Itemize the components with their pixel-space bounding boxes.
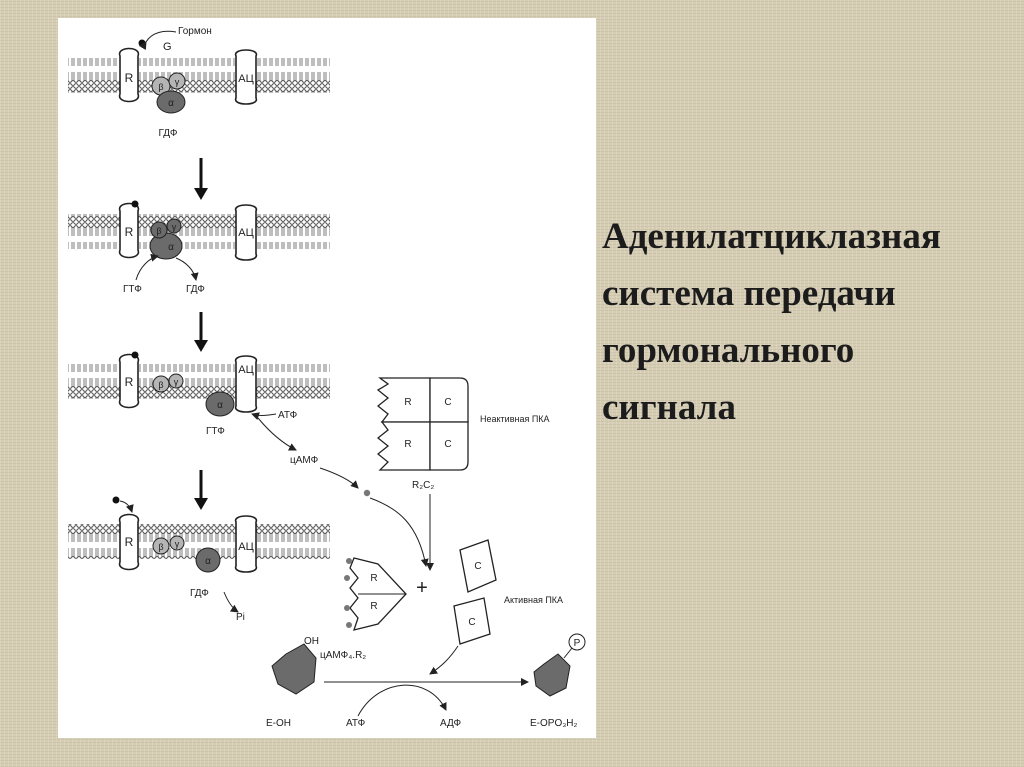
receptor-3 [118, 353, 140, 409]
alpha-subunit-3 [205, 391, 235, 417]
stage-2: R АЦ α β γ ГТФ ГДФ [68, 200, 330, 295]
signaling-diagram: R АЦ β γ α Гормон G ГДФ R АЦ α β γ ГТФ Г… [68, 26, 586, 729]
stage-3: R β γ АЦ α ГТФ АТФ цАМФ [68, 351, 371, 497]
inactive-pka-label: Неактивная ПКА [480, 414, 550, 424]
alpha-subunit-4 [195, 547, 221, 573]
e-oh-label: E-OH [266, 718, 291, 729]
adenylate-cyclase-1 [235, 49, 257, 105]
svg-text:α: α [168, 242, 174, 253]
svg-text:C: C [474, 561, 481, 572]
membrane-3 [68, 364, 330, 399]
hormone-1 [138, 39, 146, 47]
svg-text:АЦ: АЦ [238, 227, 253, 239]
pka-catalytic-bottom [429, 421, 469, 471]
svg-text:α: α [217, 400, 223, 411]
membrane-2 [68, 214, 330, 249]
camp-r2-complex: R R цАМФ₄.R₂ [320, 557, 407, 661]
gdp-label-2: ГДФ [186, 284, 205, 295]
svg-text:β: β [156, 226, 161, 236]
svg-text:R: R [404, 397, 411, 408]
svg-text:C: C [444, 439, 451, 450]
diagram-panel: R АЦ β γ α Гормон G ГДФ R АЦ α β γ ГТФ Г… [58, 18, 596, 738]
title-line-2: система передачи [602, 273, 896, 314]
receptor-4 [118, 513, 140, 571]
e-opo3h2-label: E-OPO₃H₂ [530, 718, 578, 729]
adenylate-cyclase-2 [235, 204, 257, 261]
gtp-label-3: ГТФ [206, 426, 225, 437]
receptor-2 [118, 202, 140, 259]
gamma-subunit-2 [166, 218, 182, 234]
svg-text:R: R [370, 573, 377, 584]
svg-text:α: α [168, 98, 174, 109]
gamma-subunit-3 [168, 373, 184, 389]
svg-text:γ: γ [175, 539, 180, 549]
beta-subunit-2 [150, 221, 168, 239]
receptor-label-1: R [125, 71, 134, 85]
beta-subunit-3 [152, 375, 170, 393]
oh-label: OH [304, 636, 319, 647]
phosphorylated-enzyme [533, 653, 571, 697]
svg-text:R: R [370, 601, 377, 612]
svg-text:R: R [125, 225, 134, 239]
svg-text:α: α [205, 556, 211, 567]
svg-text:β: β [158, 380, 163, 390]
svg-text:R: R [404, 439, 411, 450]
hormone-bound-2 [131, 200, 139, 208]
beta-subunit-4 [152, 537, 170, 555]
gdp-label-1: ГДФ [159, 128, 178, 139]
adenylate-cyclase-4 [235, 515, 257, 573]
svg-text:АЦ: АЦ [238, 364, 253, 376]
svg-text:C: C [444, 397, 451, 408]
camp4r2-label: цАМФ₄.R₂ [320, 650, 366, 661]
stage-4: R β γ АЦ α ГДФ Pi [68, 496, 330, 623]
inactive-pka: R C R C Неактивная ПКА R₂C₂ [376, 377, 550, 491]
svg-text:P: P [574, 638, 581, 649]
active-pka-label: Активная ПКА [504, 595, 563, 605]
title-line-3: гормонального [602, 330, 855, 371]
adenylate-cyclase-3 [235, 355, 257, 413]
active-pka: C C Активная ПКА [429, 539, 563, 675]
gamma-subunit-4 [169, 535, 185, 551]
svg-text:β: β [158, 82, 163, 92]
membrane-1 [68, 58, 330, 93]
hormone-released [112, 496, 120, 504]
svg-text:R: R [125, 375, 134, 389]
stage-1: R АЦ β γ α Гормон G ГДФ [68, 26, 330, 139]
hormone-bound-3 [131, 351, 139, 359]
gdp-label-4: ГДФ [190, 588, 209, 599]
title-line-4: сигнала [602, 387, 736, 428]
r2c2-label: R₂C₂ [412, 480, 434, 491]
pi-label: Pi [236, 612, 245, 623]
svg-text:АЦ: АЦ [238, 541, 253, 553]
phosphate-badge [568, 633, 586, 651]
slide-title: Аденилатциклазная система передачи гормо… [602, 208, 1022, 436]
gtp-label-2: ГТФ [123, 284, 142, 295]
title-line-1: Аденилатциклазная [602, 216, 941, 257]
camp-molecule [363, 489, 371, 497]
alpha-subunit-1 [156, 90, 186, 114]
phosphorylation-reaction: OH E-OH АТФ АДФ P E-OPO₃H₂ [266, 633, 586, 729]
catalytic-subunit-free-2 [453, 597, 491, 645]
camp-label: цАМФ [290, 455, 319, 466]
pka-catalytic-top [429, 377, 469, 423]
svg-text:γ: γ [175, 77, 180, 87]
atp-label-3: АТФ [278, 410, 298, 421]
gamma-subunit-1 [168, 72, 186, 90]
receptor-1 [118, 47, 140, 103]
g-protein-label: G [163, 41, 172, 53]
ac-label-1: АЦ [238, 73, 253, 85]
catalytic-subunit-free-1 [459, 539, 497, 593]
atp-label-reaction: АТФ [346, 718, 366, 729]
adp-label-reaction: АДФ [440, 718, 462, 729]
hormone-label: Гормон [178, 26, 212, 37]
svg-text:γ: γ [172, 222, 177, 232]
svg-text:R: R [125, 535, 134, 549]
svg-text:C: C [468, 617, 475, 628]
svg-text:β: β [158, 542, 163, 552]
plus-sign: + [416, 577, 428, 599]
svg-text:γ: γ [174, 377, 179, 387]
substrate-enzyme [271, 643, 317, 695]
